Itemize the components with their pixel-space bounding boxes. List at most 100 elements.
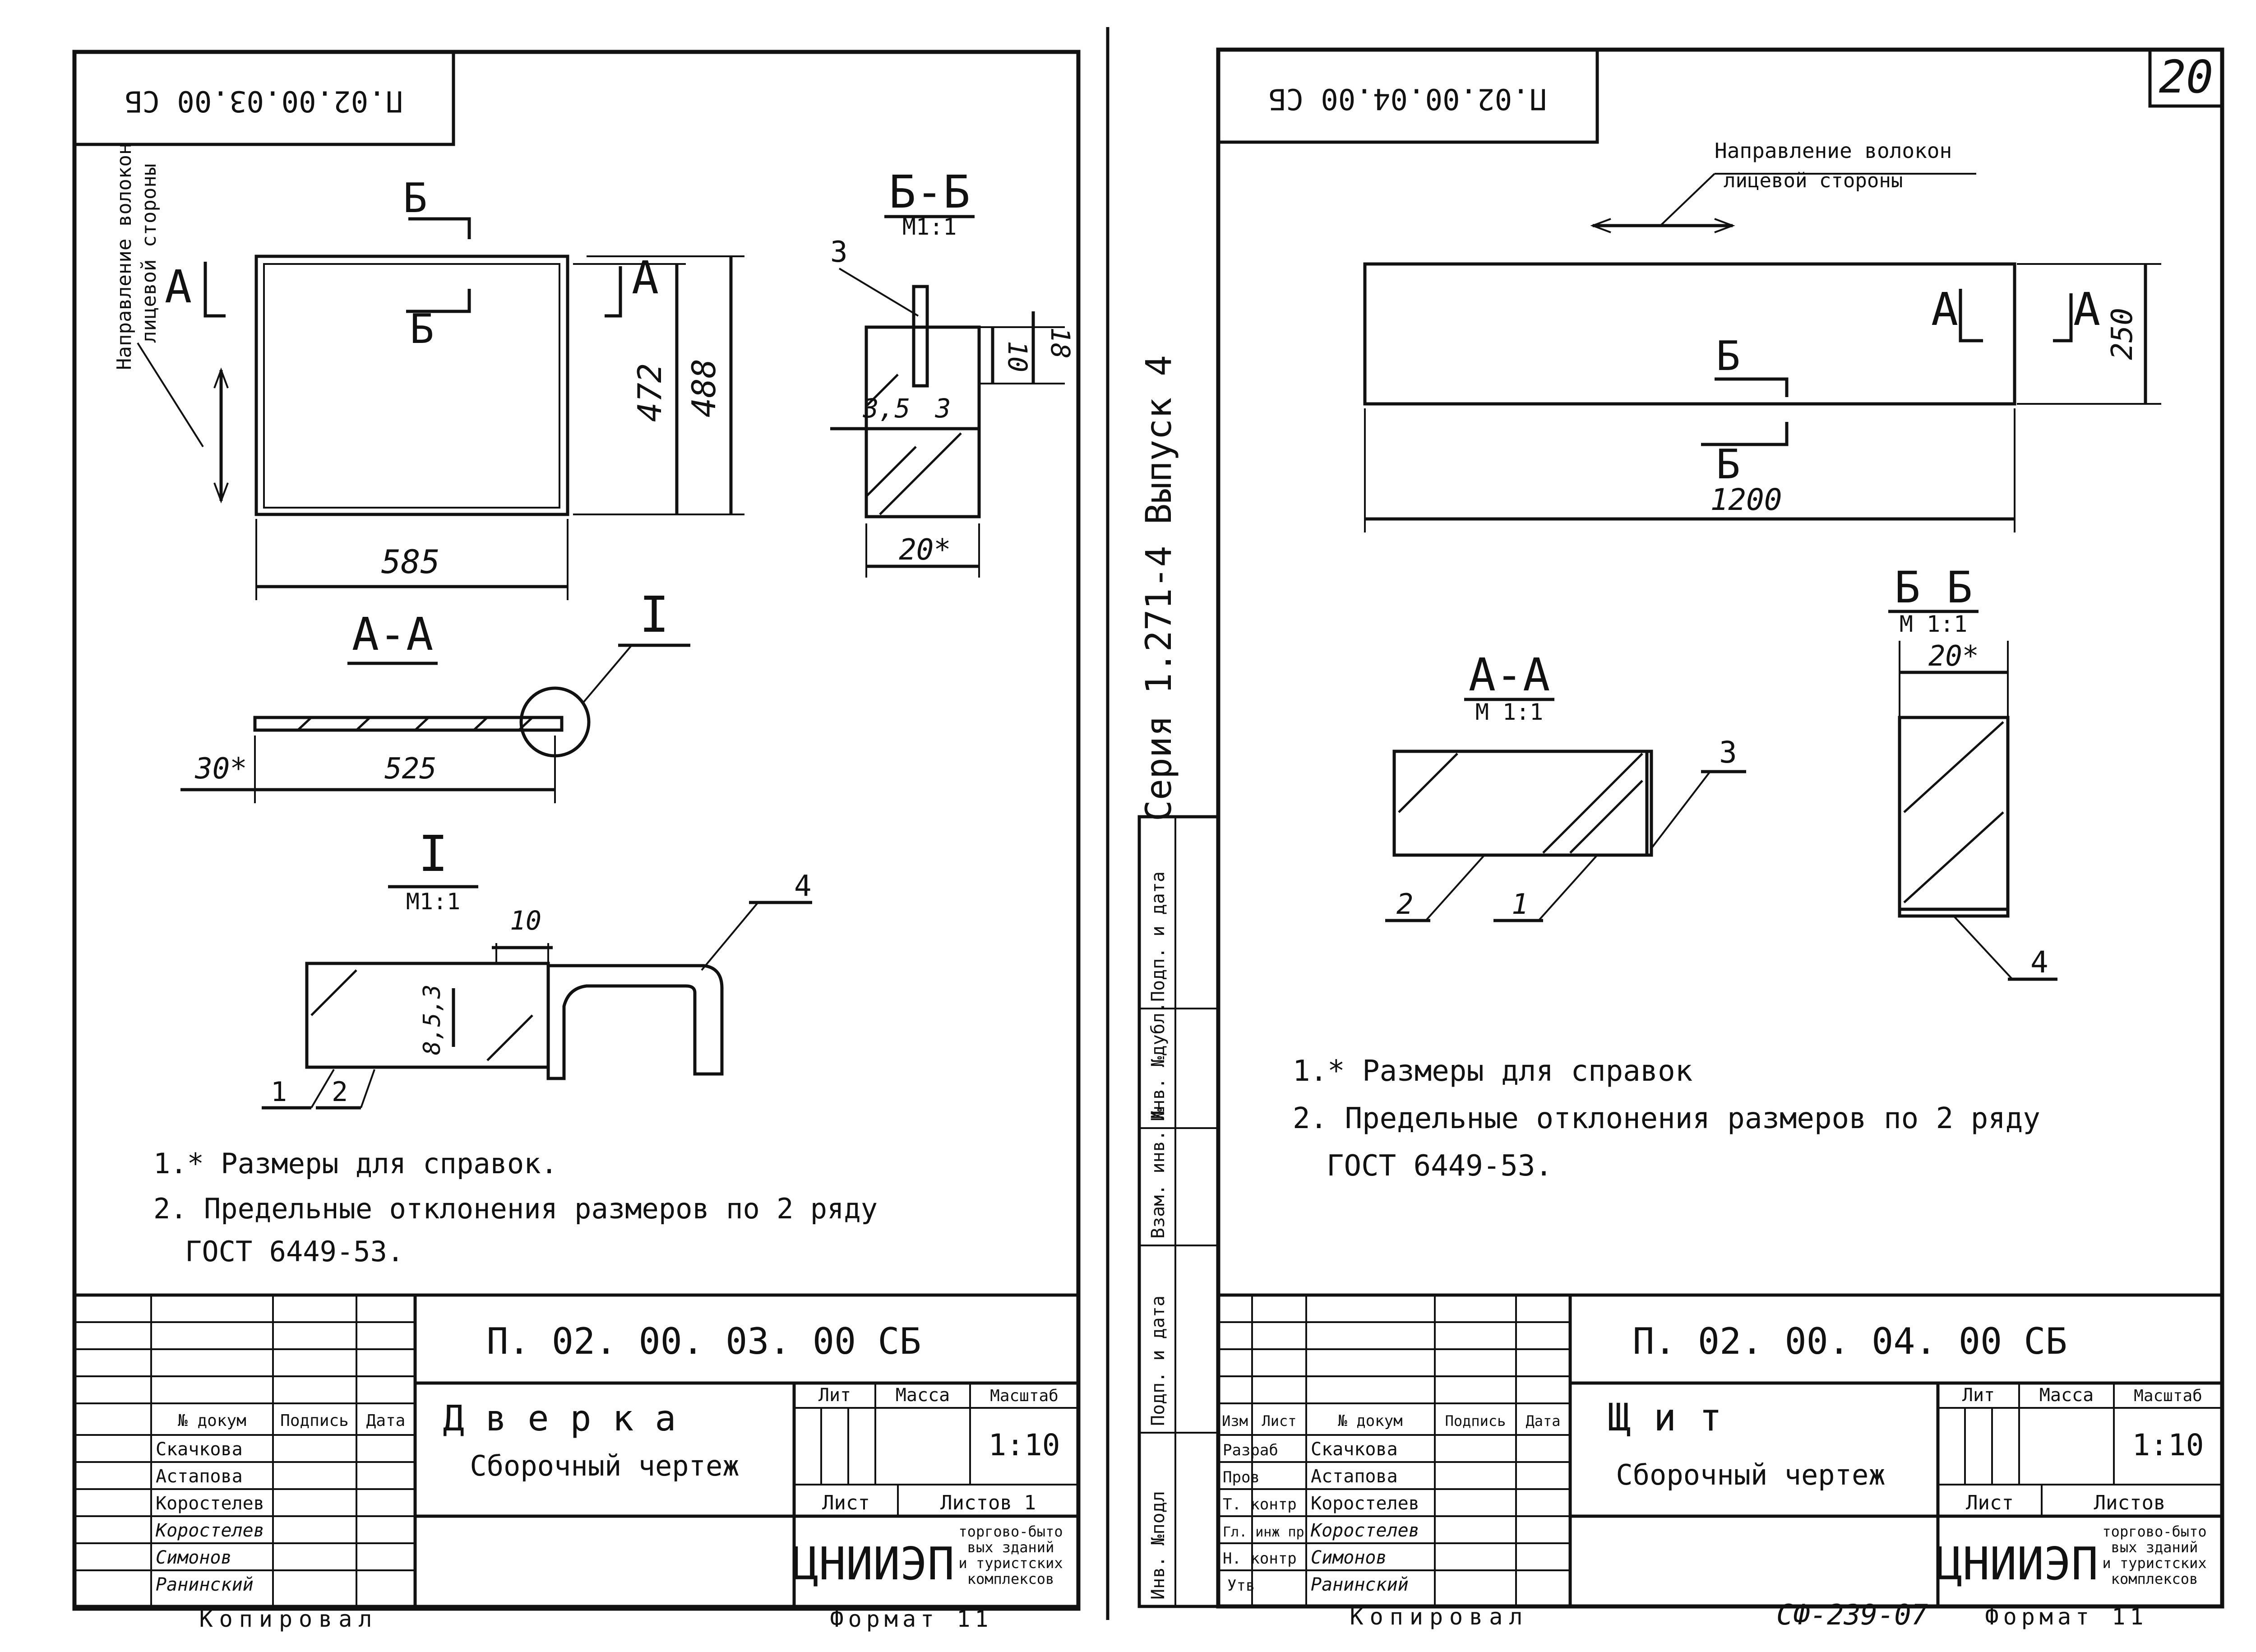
right-tb-org-4: комплексов: [2111, 1570, 2198, 1587]
right-tb-name: Щ и т: [1608, 1395, 1722, 1439]
right-tb-role-4: Гл. инж пр: [1223, 1524, 1304, 1540]
detail-i-callout-1: 1: [271, 1076, 287, 1108]
detail-i-title: I: [418, 825, 448, 883]
right-code-rotated: П.02.00.04.00 СБ: [1269, 82, 1547, 115]
right-bottom-format: Формат 11: [1985, 1604, 2148, 1630]
left-tb-name: Д в е р к а: [443, 1398, 676, 1439]
right-frame: [1216, 47, 2224, 1609]
page-number: 20: [2159, 51, 2213, 103]
right-tb-row-4: Коростелев: [1310, 1520, 1419, 1541]
left-tb-code: П. 02. 00. 03. 00 СБ: [486, 1320, 921, 1362]
right-tb-role-2: Пров: [1223, 1468, 1260, 1486]
left-tb-subtitle: Сборочный чертеж: [470, 1449, 739, 1482]
dim-width-585: 585: [381, 543, 440, 581]
right-tb-row-1: Скачкова: [1311, 1439, 1398, 1460]
left-code-rotated: П.02.00.03.00 СБ: [125, 84, 403, 117]
left-tb-sheets: Листов 1: [940, 1491, 1036, 1514]
side-stamp-5: Подп. и дата: [1148, 871, 1169, 1002]
right-tb-col-date: Дата: [1526, 1412, 1560, 1430]
side-stamp: Подп. и дата Инв. №дубл. Взам. инв. № По…: [1137, 815, 1220, 1608]
left-tb-scale-value: 1:10: [989, 1428, 1060, 1462]
left-note-3: ГОСТ 6449-53.: [185, 1235, 404, 1268]
section-bb-dim-18: 18: [1045, 327, 1076, 359]
right-section-bb-callout-4: 4: [2030, 945, 2048, 980]
right-tb-mass: Масса: [2039, 1385, 2094, 1406]
right-tb-col-izm: Изм: [1222, 1412, 1248, 1430]
shield-label-a-right: А: [2073, 283, 2100, 336]
left-tb-row-6: Ранинский: [156, 1574, 254, 1595]
side-stamp-2: Подп. и дата: [1148, 1296, 1169, 1426]
right-grain-note-2: лицевой стороны: [1724, 169, 1903, 192]
shield-label-b-bottom: Б: [1716, 441, 1740, 488]
left-tb-scale-label: Масштаб: [990, 1387, 1059, 1405]
left-tb-org-3: и туристских: [958, 1555, 1063, 1572]
right-tb-code: П. 02. 00. 04. 00 СБ: [1632, 1320, 2067, 1362]
right-section-aa-scale: М 1:1: [1475, 699, 1544, 725]
right-note-3: ГОСТ 6449-53.: [1327, 1149, 1553, 1183]
side-stamp-3: Взам. инв. №: [1148, 1108, 1169, 1239]
detail-i-callout-2: 2: [332, 1076, 348, 1108]
view-label-b-inner: Б: [410, 305, 434, 353]
right-grain-note-1: Направление волокон: [1715, 139, 1952, 163]
left-frame: [72, 50, 1081, 1611]
right-tb-sheet: Лист: [1966, 1491, 2014, 1514]
right-section-aa-callout-2: 2: [1396, 888, 1413, 921]
section-bb-dim-3: 3: [935, 393, 951, 424]
dim-height-250: 250: [2106, 308, 2139, 360]
right-tb-row-3: Коростелев: [1311, 1493, 1419, 1514]
right-sheet: 20 П.02.00.04.00 СБ Направление волокон …: [1137, 47, 2224, 1631]
right-note-2: 2. Предельные отклонения размеров по 2 р…: [1293, 1102, 2040, 1135]
right-section-bb-scale: М 1:1: [1900, 611, 1968, 637]
right-tb-role-1: Разраб: [1223, 1441, 1278, 1459]
right-tb-role-5: Н. контр: [1223, 1550, 1297, 1568]
right-tb-scale-label: Масштаб: [2134, 1387, 2202, 1405]
detail-i-dim-10: 10: [510, 905, 541, 936]
right-tb-col-sign: Подпись: [1445, 1412, 1506, 1430]
shield-label-b-top: Б: [1716, 333, 1740, 380]
right-tb-row-6: Ранинский: [1311, 1574, 1409, 1595]
left-tb-org-4: комплексов: [967, 1570, 1054, 1587]
section-bb-dim-35: 3,5: [863, 393, 911, 424]
left-sheet: П.02.00.03.00 СБ Направление волокон лиц…: [72, 50, 1081, 1632]
left-note-2: 2. Предельные отклонения размеров по 2 р…: [153, 1192, 878, 1225]
detail-i-callout-4: 4: [794, 870, 812, 903]
dim-length-1200: 1200: [1710, 482, 1782, 517]
left-bottom-format: Формат 11: [830, 1606, 993, 1632]
section-aa-callout-i: I: [639, 586, 669, 643]
page-number-box: [2148, 48, 2224, 108]
right-tb-org-1: торгово-быто: [2102, 1523, 2206, 1540]
detail-i-profile: [546, 964, 724, 1080]
right-tb-lit: Лит: [1962, 1385, 1995, 1406]
right-tb-scale-value: 1:10: [2132, 1428, 2204, 1462]
series-vertical: Серия 1.271-4 Выпуск 4: [1139, 355, 1179, 821]
right-tb-role-3: Т. контр: [1223, 1495, 1297, 1513]
shield-outline: [1363, 262, 2016, 406]
section-aa-dim-30: 30*: [194, 752, 247, 786]
right-tb-row-5: Симонов: [1311, 1547, 1387, 1568]
section-aa-dim-525: 525: [384, 752, 437, 786]
section-bb-scale: М1:1: [902, 214, 957, 240]
right-tb-org-short: ЦНИИЭП: [1935, 1537, 2098, 1590]
left-grain-note-1: Направление волокон: [113, 143, 136, 370]
section-bb-title: Б-Б: [889, 166, 971, 218]
left-tb-org-1: торгово-быто: [958, 1523, 1063, 1540]
left-tb-col-sign: Подпись: [280, 1411, 349, 1430]
dim-height-472: 472: [631, 363, 669, 422]
left-tb-row-5: Симонов: [156, 1547, 232, 1568]
right-tb-sheets: Листов: [2094, 1491, 2166, 1514]
left-tb-mass: Масса: [896, 1385, 950, 1406]
section-aa-title: А-А: [352, 608, 434, 661]
dim-height-488: 488: [685, 359, 723, 417]
left-tb-sheet: Лист: [822, 1491, 870, 1514]
side-stamp-4: Инв. №дубл.: [1148, 1002, 1169, 1121]
right-code-box: [1216, 48, 1599, 144]
right-tb-subtitle: Сборочный чертеж: [1616, 1458, 1885, 1491]
section-bb-dim-10: 10: [1002, 341, 1033, 372]
side-stamp-1: Инв. №подл: [1148, 1491, 1169, 1600]
view-label-a-right: А: [632, 251, 659, 304]
right-tb-col-doc: № докум: [1338, 1412, 1402, 1430]
left-title-block: П. 02. 00. 03. 00 СБ Д в е р к а Сборочн…: [73, 1293, 1080, 1608]
detail-i-scale: М1:1: [406, 888, 460, 915]
section-bb-body: [864, 325, 981, 518]
